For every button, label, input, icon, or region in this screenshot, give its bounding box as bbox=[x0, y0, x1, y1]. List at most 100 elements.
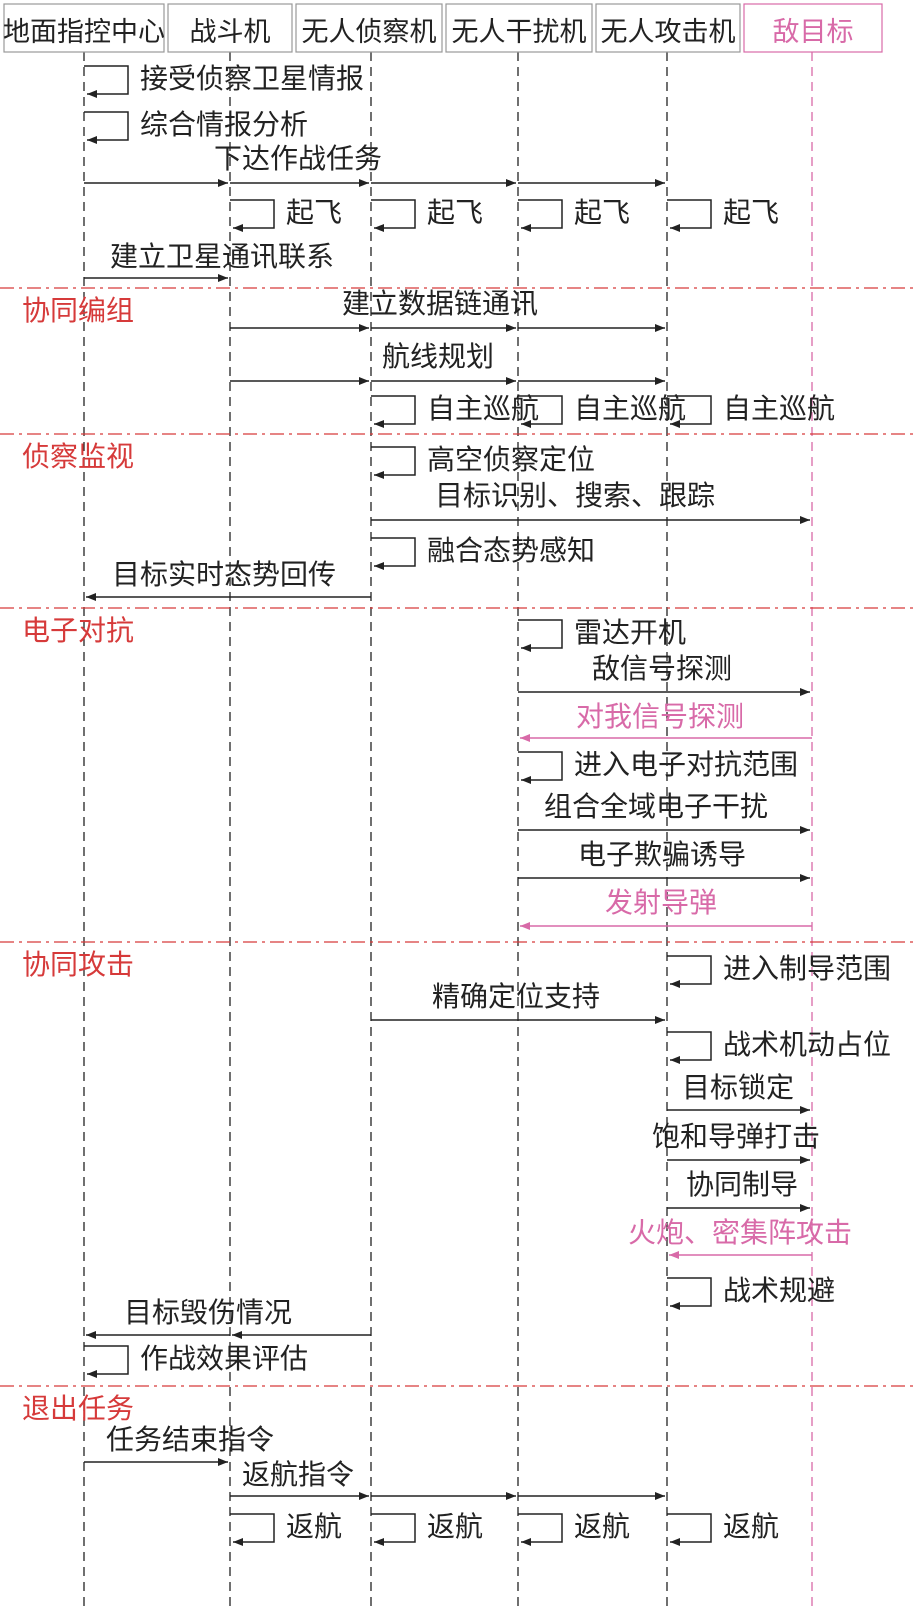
broadcast-message: 下达作战任务 bbox=[84, 142, 665, 187]
self-arrow bbox=[84, 65, 129, 98]
message-label: 目标识别、搜索、跟踪 bbox=[435, 479, 715, 512]
message-label: 建立数据链通讯 bbox=[342, 287, 538, 320]
message-label: 电子欺骗诱导 bbox=[578, 838, 746, 871]
self-message: 融合态势感知 bbox=[371, 534, 595, 570]
participant-label: 地面指控中心 bbox=[3, 17, 165, 48]
phase-label: 协同攻击 bbox=[22, 948, 134, 981]
message-label: 目标实时态势回传 bbox=[112, 558, 336, 591]
participant-label: 战斗机 bbox=[190, 17, 271, 48]
broadcast-message: 目标毁伤情况 bbox=[86, 1296, 371, 1339]
message: 目标实时态势回传 bbox=[86, 558, 371, 601]
self-message: 起飞 bbox=[371, 196, 483, 232]
participant-jammer: 无人干扰机 bbox=[445, 3, 593, 53]
message-label: 精确定位支持 bbox=[432, 980, 600, 1013]
message-label: 战术规避 bbox=[723, 1274, 835, 1307]
self-message: 起飞 bbox=[518, 196, 630, 232]
self-message: 起飞 bbox=[230, 196, 342, 232]
message: 对我信号探测 bbox=[520, 700, 812, 742]
self-message: 返航 bbox=[230, 1510, 342, 1546]
message: 任务结束指令 bbox=[84, 1423, 274, 1466]
message-label: 起飞 bbox=[427, 196, 483, 229]
self-message: 战术规避 bbox=[667, 1274, 835, 1310]
participant-box bbox=[595, 3, 741, 53]
self-message: 起飞 bbox=[667, 196, 779, 232]
self-arrow bbox=[230, 1513, 275, 1546]
participant-attack: 无人攻击机 bbox=[595, 3, 741, 53]
self-message: 进入电子对抗范围 bbox=[518, 748, 798, 784]
participant-ground: 地面指控中心 bbox=[3, 3, 165, 53]
message-label: 自主巡航 bbox=[427, 392, 539, 425]
self-arrow bbox=[371, 446, 416, 479]
self-arrow bbox=[371, 199, 416, 232]
participant-label: 无人攻击机 bbox=[601, 17, 736, 48]
message: 协同制导 bbox=[667, 1168, 810, 1212]
broadcast-message: 建立数据链通讯 bbox=[230, 287, 665, 332]
message-label: 返航 bbox=[574, 1510, 630, 1543]
message: 发射导弹 bbox=[520, 886, 812, 930]
broadcast-message: 航线规划 bbox=[230, 340, 665, 385]
self-arrow bbox=[667, 955, 712, 988]
self-arrow bbox=[667, 1277, 712, 1310]
message-label: 对我信号探测 bbox=[576, 700, 744, 733]
self-arrow bbox=[371, 537, 416, 570]
message-label: 目标锁定 bbox=[682, 1071, 794, 1104]
message-label: 返航 bbox=[723, 1510, 779, 1543]
message-label: 战术机动占位 bbox=[723, 1028, 891, 1061]
phase-divider: 协同攻击 bbox=[0, 941, 916, 981]
message-label: 返航 bbox=[286, 1510, 342, 1543]
self-message: 战术机动占位 bbox=[667, 1028, 891, 1064]
phase-divider: 协同编组 bbox=[0, 287, 916, 327]
message: 目标锁定 bbox=[667, 1071, 810, 1114]
message-label: 返航 bbox=[427, 1510, 483, 1543]
message-label: 返航指令 bbox=[242, 1458, 354, 1491]
participant-box bbox=[167, 3, 293, 53]
message-label: 进入电子对抗范围 bbox=[574, 748, 798, 781]
self-message: 接受侦察卫星情报 bbox=[84, 62, 364, 98]
message: 饱和导弹打击 bbox=[652, 1120, 820, 1164]
self-message: 自主巡航 bbox=[371, 392, 539, 428]
self-arrow bbox=[518, 199, 563, 232]
message-label: 协同制导 bbox=[686, 1168, 798, 1201]
self-message: 进入制导范围 bbox=[667, 952, 891, 988]
self-message: 高空侦察定位 bbox=[371, 443, 595, 479]
message-label: 饱和导弹打击 bbox=[652, 1120, 820, 1153]
self-arrow bbox=[371, 395, 416, 428]
participant-box bbox=[295, 3, 443, 53]
participant-recon: 无人侦察机 bbox=[295, 3, 443, 53]
message-label: 作战效果评估 bbox=[140, 1342, 308, 1375]
message-label: 组合全域电子干扰 bbox=[544, 790, 768, 823]
phase-divider: 电子对抗 bbox=[0, 607, 916, 647]
message-label: 综合情报分析 bbox=[140, 108, 308, 141]
participant-enemy: 敌目标 bbox=[743, 3, 883, 53]
participant-label: 无人侦察机 bbox=[302, 17, 437, 48]
self-arrow bbox=[84, 1345, 129, 1378]
participant-fighter: 战斗机 bbox=[167, 3, 293, 53]
self-arrow bbox=[230, 199, 275, 232]
message: 目标识别、搜索、跟踪 bbox=[371, 479, 810, 524]
self-arrow bbox=[518, 1513, 563, 1546]
message-label: 起飞 bbox=[723, 196, 779, 229]
participant-box bbox=[3, 3, 165, 53]
message-label: 起飞 bbox=[574, 196, 630, 229]
self-arrow bbox=[667, 199, 712, 232]
message-label: 目标毁伤情况 bbox=[124, 1296, 292, 1329]
self-arrow bbox=[518, 751, 563, 784]
self-arrow bbox=[84, 111, 129, 144]
message-label: 下达作战任务 bbox=[214, 142, 382, 175]
message-label: 雷达开机 bbox=[574, 616, 686, 649]
self-message: 雷达开机 bbox=[518, 616, 686, 652]
phase-label: 协同编组 bbox=[22, 294, 134, 327]
self-arrow bbox=[667, 1031, 712, 1064]
self-message: 返航 bbox=[371, 1510, 483, 1546]
message-label: 建立卫星通讯联系 bbox=[110, 240, 334, 273]
participant-label: 无人干扰机 bbox=[452, 17, 587, 48]
message-label: 火炮、密集阵攻击 bbox=[628, 1216, 852, 1249]
message: 组合全域电子干扰 bbox=[518, 790, 810, 834]
phase-label: 电子对抗 bbox=[22, 614, 134, 647]
message-label: 进入制导范围 bbox=[723, 952, 891, 985]
message-label: 自主巡航 bbox=[723, 392, 835, 425]
message-label: 自主巡航 bbox=[574, 392, 686, 425]
